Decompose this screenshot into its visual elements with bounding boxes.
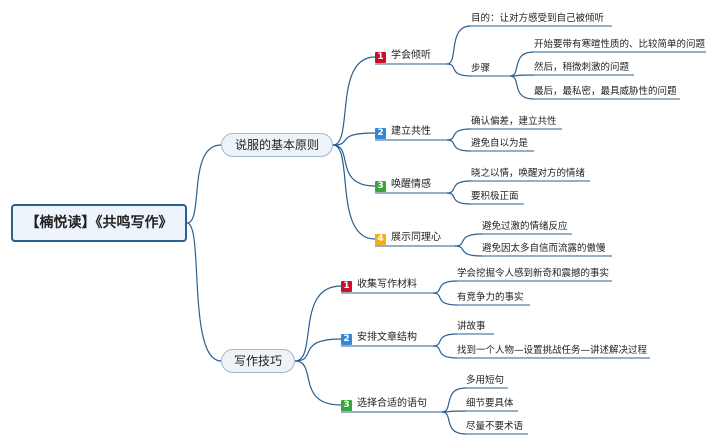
leaf-short-sentences[interactable]: 多用短句 xyxy=(466,375,505,386)
leaf-avoid-overconfidence[interactable]: 避免因太多自信而流露的傲慢 xyxy=(482,243,606,254)
link-empathy-1 xyxy=(454,245,483,257)
link-steps-0 xyxy=(509,51,535,77)
leaf-step-3[interactable]: 最后，最私密，最具威胁性的问题 xyxy=(534,86,677,97)
subtopic-label: 安排文章结构 xyxy=(357,332,417,343)
subtopic-label: 唤醒情感 xyxy=(391,179,431,190)
link-emotion-0 xyxy=(446,180,472,194)
number-badge: 2 xyxy=(375,128,386,139)
link-principles-sub-1 xyxy=(332,132,376,146)
link-emotion-1 xyxy=(446,192,472,205)
link-sentences-2 xyxy=(441,411,467,435)
subtopic-label: 建立共性 xyxy=(391,126,431,137)
link-principles-sub-2 xyxy=(332,144,376,187)
subtopic-label: 展示同理心 xyxy=(391,232,441,243)
link-steps-2 xyxy=(509,75,535,100)
leaf-tell-story[interactable]: 讲故事 xyxy=(457,321,486,332)
subtopic-structure[interactable]: 2 安排文章结构 xyxy=(341,331,417,345)
leaf-competitive-facts[interactable]: 有竞争力的事实 xyxy=(457,292,524,303)
leaf-step-1[interactable]: 开始要带有寒暄性质的、比较简单的问题 xyxy=(534,39,706,50)
leaf-novel-facts[interactable]: 学会挖掘令人感到新奇和震撼的事实 xyxy=(457,268,610,279)
number-badge: 2 xyxy=(341,334,352,345)
link-sentences-0 xyxy=(441,387,467,413)
link-writing-sub-2 xyxy=(294,360,342,406)
leaf-avoid-jargon[interactable]: 尽量不要术语 xyxy=(466,421,524,432)
number-badge: 1 xyxy=(375,52,386,63)
leaf-avoid-arrogance[interactable]: 避免自以为是 xyxy=(471,138,529,149)
link-common-0 xyxy=(446,128,472,141)
leaf-step-2[interactable]: 然后，稍微刺激的问题 xyxy=(534,62,630,73)
subtopic-emotion[interactable]: 3 唤醒情感 xyxy=(375,178,431,192)
link-listen-steps xyxy=(446,63,472,77)
leaf-purpose[interactable]: 目的：让对方感受到自己被倾听 xyxy=(471,13,605,24)
leaf-awaken-emotion[interactable]: 晓之以情，唤醒对方的情绪 xyxy=(471,168,586,179)
leaf-be-positive[interactable]: 要积极正面 xyxy=(471,191,519,202)
leaf-avoid-overreaction[interactable]: 避免过激的情绪反应 xyxy=(482,221,568,232)
number-badge: 4 xyxy=(375,234,386,245)
link-materials-0 xyxy=(432,280,458,294)
link-listen-purpose xyxy=(446,25,472,65)
branch-principles[interactable]: 说服的基本原则 xyxy=(221,133,333,157)
link-root-writing xyxy=(186,222,222,362)
number-badge: 3 xyxy=(375,181,386,192)
link-writing-sub-1 xyxy=(294,338,342,362)
link-structure-0 xyxy=(432,333,458,347)
subtopic-label: 选择合适的语句 xyxy=(357,398,427,409)
number-badge: 3 xyxy=(341,400,352,411)
leaf-confirm-bias[interactable]: 确认偏差，建立共性 xyxy=(471,116,557,127)
link-materials-1 xyxy=(432,292,458,306)
link-writing-sub-0 xyxy=(294,285,342,362)
link-root-principles xyxy=(186,144,222,224)
subtopic-empathy[interactable]: 4 展示同理心 xyxy=(375,231,441,245)
leaf-specific-details[interactable]: 细节要具体 xyxy=(466,398,514,409)
subtopic-label: 学会倾听 xyxy=(391,50,431,61)
subtopic-listen[interactable]: 1 学会倾听 xyxy=(375,49,431,63)
leaf-character-challenge[interactable]: 找到一个人物—设置挑战任务—讲述解决过程 xyxy=(457,345,648,356)
subtopic-common-ground[interactable]: 2 建立共性 xyxy=(375,125,431,139)
subtopic-sentences[interactable]: 3 选择合适的语句 xyxy=(341,397,427,411)
link-structure-1 xyxy=(432,345,458,359)
branch-writing-skills[interactable]: 写作技巧 xyxy=(221,349,295,373)
subtopic-materials[interactable]: 1 收集写作材料 xyxy=(341,278,417,292)
link-principles-sub-0 xyxy=(332,56,376,146)
leaf-steps[interactable]: 步骤 xyxy=(471,63,491,74)
number-badge: 1 xyxy=(341,281,352,292)
subtopic-label: 收集写作材料 xyxy=(357,279,417,290)
link-common-1 xyxy=(446,139,472,152)
link-principles-sub-3 xyxy=(332,144,376,240)
root-node[interactable]: 【楠悦读】《共鸣写作》 xyxy=(11,204,187,242)
link-empathy-0 xyxy=(454,233,483,247)
